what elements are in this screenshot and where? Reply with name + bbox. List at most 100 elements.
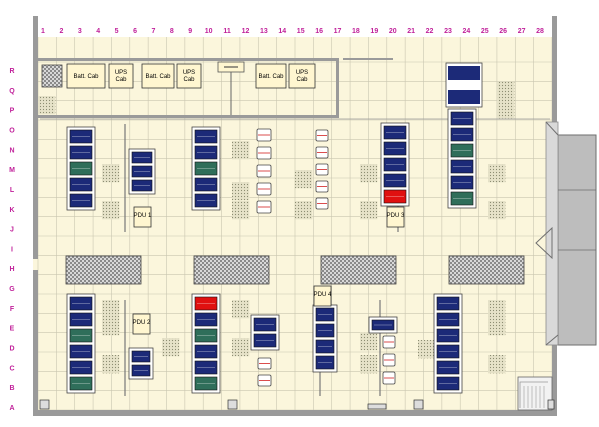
- rack-column: [433, 293, 463, 394]
- rack-column: [191, 126, 221, 211]
- perforated-tile: [232, 182, 250, 201]
- column-label: 5: [115, 28, 119, 35]
- top-cabinet-label: Cab: [115, 77, 127, 83]
- row-label: A: [9, 405, 14, 412]
- perforated-tile: [497, 100, 515, 119]
- pdu-3: PDU 3: [386, 206, 405, 228]
- rack-column: [66, 126, 96, 211]
- column-label: 23: [444, 28, 452, 35]
- column-label: 14: [278, 28, 286, 35]
- row-label: I: [11, 246, 13, 253]
- perforated-tile: [488, 201, 506, 220]
- perforated-tile: [488, 355, 506, 374]
- perforated-tile: [360, 355, 378, 374]
- room-walls: [33, 16, 557, 416]
- column-label: 8: [170, 28, 174, 35]
- pdu-2-label: PDU 2: [133, 320, 151, 326]
- column-label: 26: [499, 28, 507, 35]
- rack-column-open: [257, 357, 272, 387]
- perforated-tile: [162, 338, 180, 357]
- pdu-1-label: PDU 1: [134, 213, 152, 219]
- perforated-tile: [295, 170, 313, 189]
- rack-column: [128, 347, 154, 380]
- row-label: D: [9, 346, 14, 353]
- floor-units-bottom: [39, 399, 555, 410]
- top-cabinet: Batt. Cab: [255, 63, 287, 89]
- rack-column-open: [382, 335, 396, 385]
- top-right-equipment: [445, 62, 483, 108]
- column-label: 19: [370, 28, 378, 35]
- column-label: 3: [78, 28, 82, 35]
- column-label: 7: [151, 28, 155, 35]
- row-label: N: [9, 147, 14, 154]
- top-cabinet-label: Batt. Cab: [73, 74, 99, 80]
- pdu-3-label: PDU 3: [387, 213, 405, 219]
- row-label: Q: [9, 88, 15, 95]
- column-label: 18: [352, 28, 360, 35]
- row-label: G: [9, 286, 15, 293]
- perforated-tile: [102, 317, 120, 336]
- perforated-tile: [360, 332, 378, 351]
- rack-column: [66, 293, 96, 394]
- column-label: 13: [260, 28, 268, 35]
- top-cabinet-label: Cab: [296, 77, 308, 83]
- rack-column: [312, 304, 338, 373]
- top-cabinet-label: UPS: [296, 70, 308, 76]
- column-label: 10: [205, 28, 213, 35]
- column-label: 17: [334, 28, 342, 35]
- perforated-tile: [38, 96, 56, 115]
- top-cabinet-label: UPS: [183, 70, 195, 76]
- rack-column: [128, 148, 156, 195]
- column-label: 27: [518, 28, 526, 35]
- column-label: 6: [133, 28, 137, 35]
- pdu-1: PDU 1: [133, 206, 152, 228]
- column-label: 11: [223, 28, 231, 35]
- rack-column-open: [315, 129, 329, 210]
- rack-column: [380, 122, 410, 207]
- column-label: 21: [407, 28, 415, 35]
- top-cabinet-label: Batt. Cab: [145, 74, 171, 80]
- column-label: 20: [389, 28, 397, 35]
- column-label: 9: [188, 28, 192, 35]
- row-label: C: [9, 365, 14, 372]
- pdu-4: PDU 4: [313, 285, 332, 307]
- perforated-tile: [360, 201, 378, 220]
- perforated-tile: [488, 300, 506, 319]
- column-label: 16: [315, 28, 323, 35]
- row-label: E: [10, 326, 15, 333]
- perforated-tile: [102, 355, 120, 374]
- perforated-tile: [418, 340, 436, 359]
- column-label: 2: [59, 28, 63, 35]
- rack-rows: [66, 62, 483, 394]
- row-label: B: [9, 385, 14, 392]
- perforated-tile: [232, 338, 250, 357]
- perforated-tile: [232, 201, 250, 220]
- rack-column: [368, 316, 398, 334]
- column-label: 15: [297, 28, 305, 35]
- pdu-2: PDU 2: [132, 313, 151, 335]
- perforated-tile: [232, 300, 250, 319]
- top-cabinet: Batt. Cab: [141, 63, 175, 89]
- top-cabinet-label: Batt. Cab: [258, 74, 284, 80]
- perforated-tile: [360, 164, 378, 183]
- perforated-tile: [102, 164, 120, 183]
- perforated-tile: [102, 201, 120, 220]
- perforated-tiles: [38, 82, 515, 374]
- perforated-tile: [102, 300, 120, 319]
- row-label: M: [9, 167, 15, 174]
- top-cabinet-label: UPS: [115, 70, 127, 76]
- column-label: 28: [536, 28, 544, 35]
- column-label: 22: [426, 28, 434, 35]
- row-label: H: [9, 266, 14, 273]
- rack-column-open: [256, 128, 272, 214]
- row-label: P: [10, 108, 15, 115]
- perforated-tile: [232, 141, 250, 160]
- top-cabinet: Batt. Cab: [66, 63, 106, 89]
- perforated-tile: [295, 201, 313, 220]
